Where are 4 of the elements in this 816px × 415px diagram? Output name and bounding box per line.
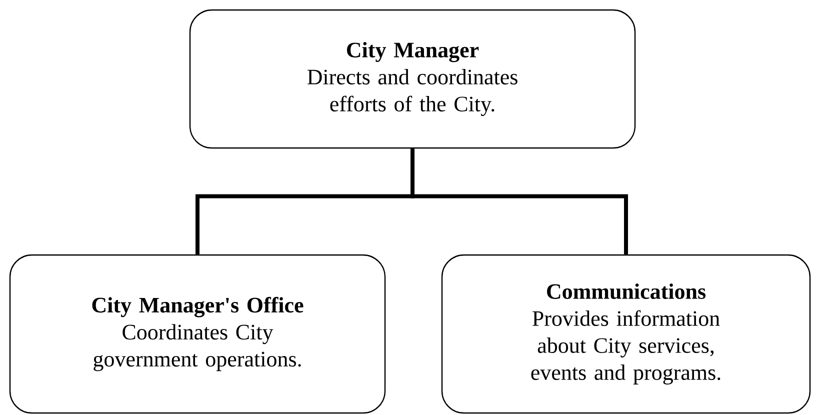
org-box: City Manager's Office Coordinates City government operations. [9,254,386,414]
org-box: City Manager Directs and coordinates efforts of the City. [189,9,636,149]
org-box: Communications Provides information about City services, events and programs. [441,254,811,414]
connector-line [410,148,628,254]
